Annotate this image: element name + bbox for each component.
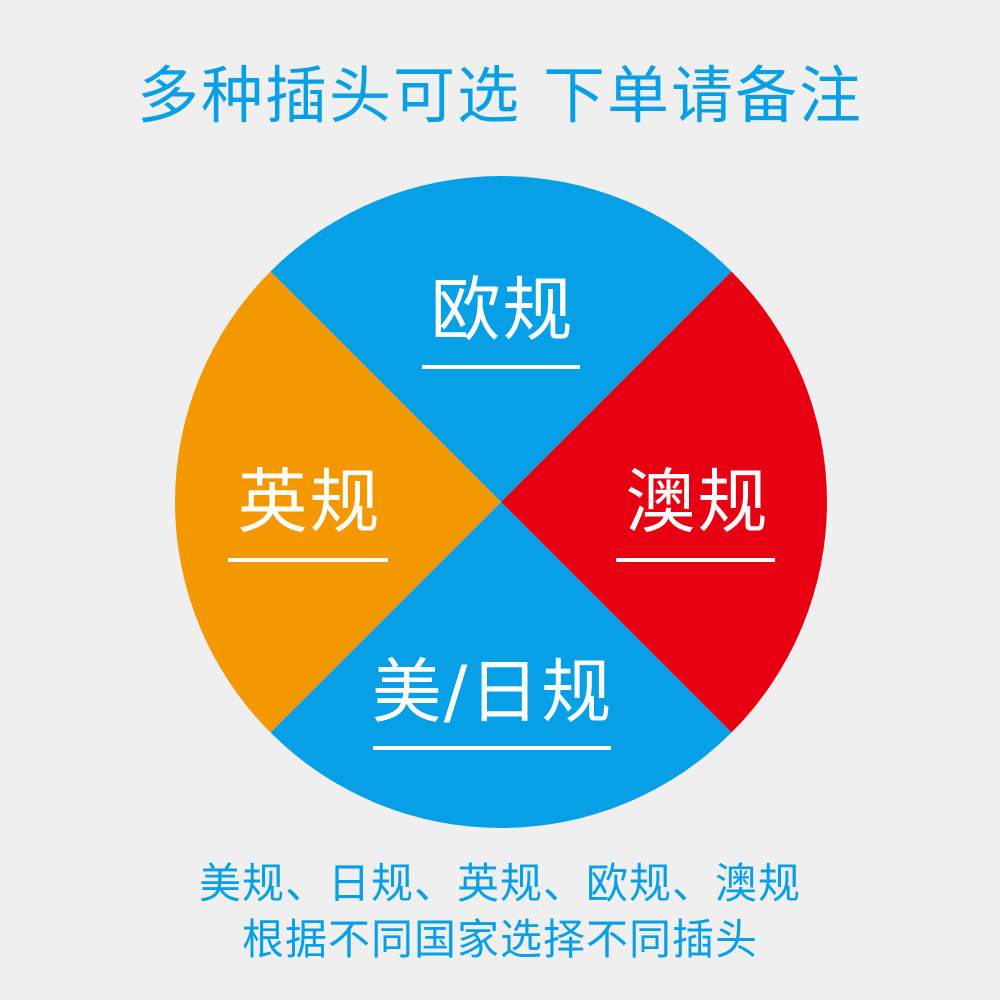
underline-eu <box>422 365 580 369</box>
segment-au <box>501 271 828 733</box>
underline-us-jp <box>373 746 611 750</box>
footer-plug-list: 美规、日规、英规、欧规、澳规 <box>198 859 801 908</box>
headline-part-1: 多种插头可选 <box>136 59 521 132</box>
segment-uk <box>174 271 501 733</box>
footer-tagline: 根据不同国家选择不同插头 <box>241 915 758 964</box>
label-uk: 英规 <box>237 461 382 543</box>
underline-au <box>616 558 775 562</box>
label-us-jp: 美/日规 <box>371 651 614 733</box>
headline-part-2: 下单请备注 <box>543 59 864 132</box>
label-au: 澳规 <box>625 461 770 543</box>
underline-uk <box>228 558 388 562</box>
segment-eu <box>270 175 732 502</box>
label-eu: 欧规 <box>430 269 575 351</box>
headline: 多种插头可选下单请备注 <box>0 58 1000 134</box>
